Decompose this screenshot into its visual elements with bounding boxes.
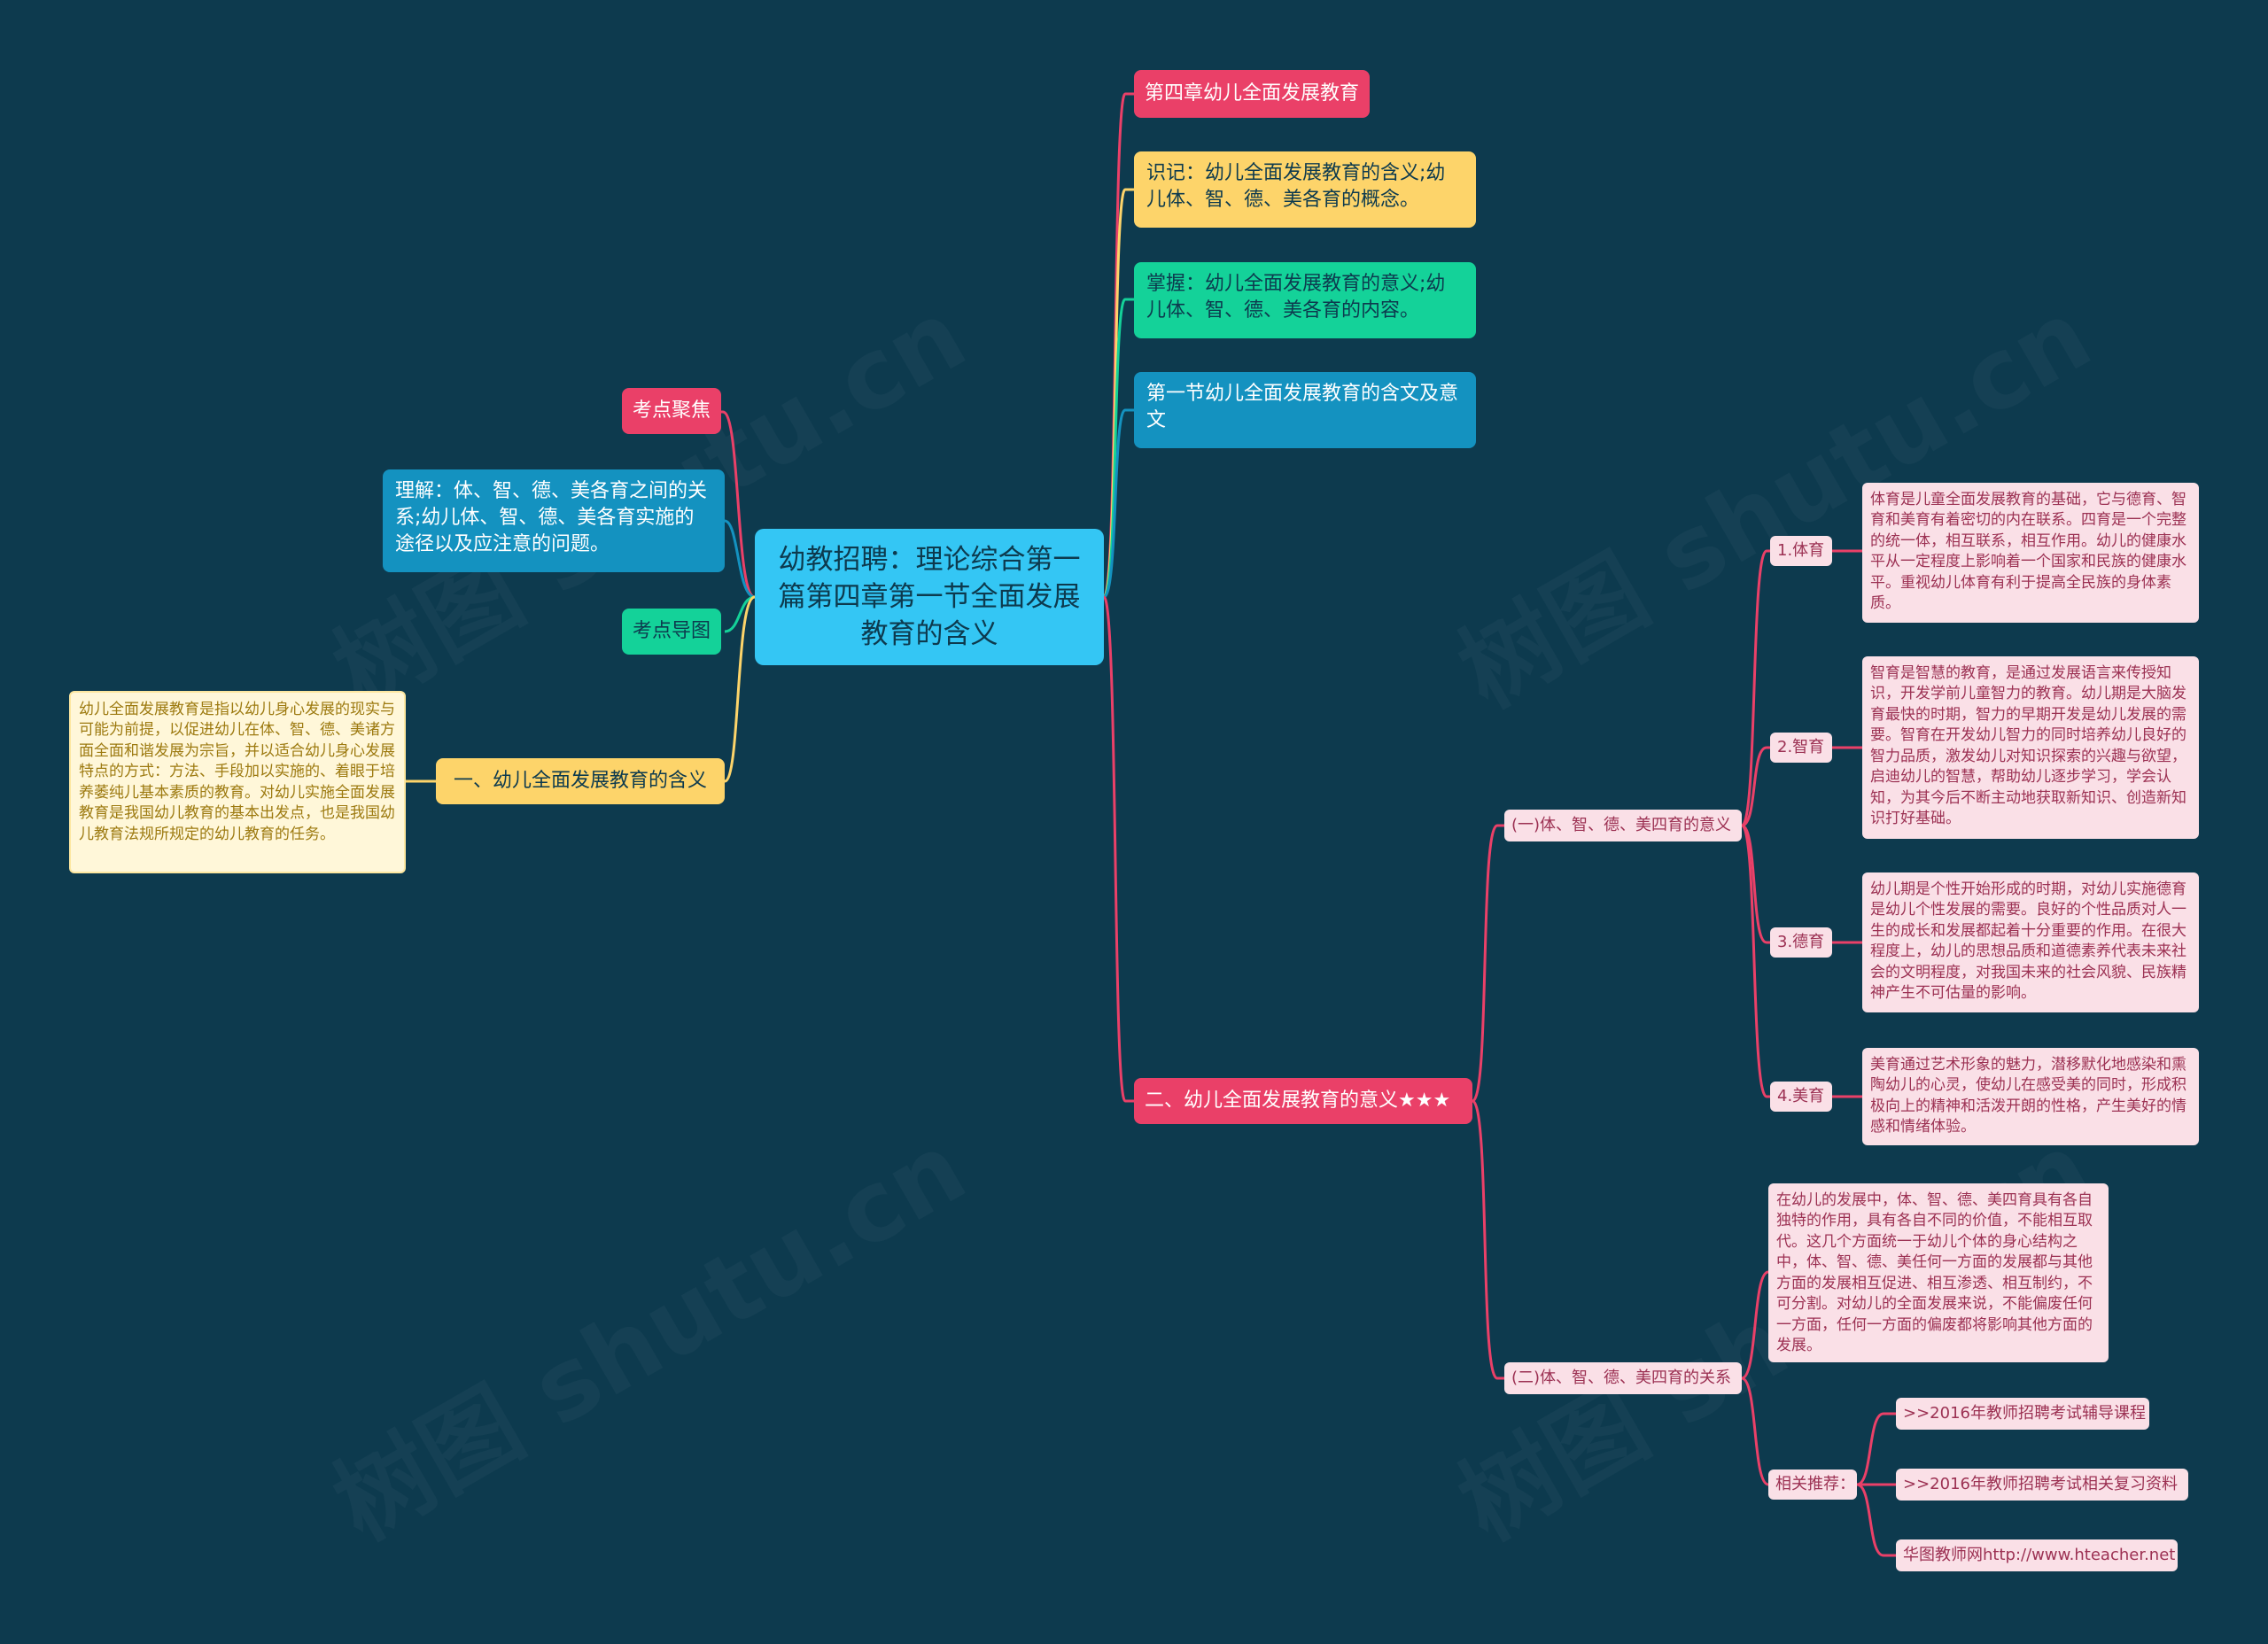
- sub2-text: 在幼儿的发展中，体、智、德、美四育具有各自独特的作用，具有各自不同的价值，不能相…: [1776, 1191, 2093, 1355]
- zhangwo-label: 掌握：幼儿全面发展教育的意义;幼儿体、智、德、美各育的内容。: [1146, 273, 1446, 322]
- link-item3: [1741, 824, 1770, 944]
- central-topic[interactable]: 幼教招聘：理论综合第一篇第四章第一节全面发展教育的含义: [755, 529, 1104, 665]
- related-link-website[interactable]: 华图教师网http://www.hteacher.net: [1896, 1539, 2178, 1571]
- link-sub2: [1471, 1099, 1504, 1380]
- item-tiyu-detail[interactable]: 体育是儿童全面发展教育的基础，它与德育、智育和美育有着密切的内在联系。四育是一个…: [1862, 483, 2199, 623]
- item-deyu-detail[interactable]: 幼儿期是个性开始形成的时期，对幼儿实施德育是幼儿个性发展的需要。良好的个性品质对…: [1862, 872, 2199, 1012]
- chapter-node[interactable]: 第四章幼儿全面发展教育: [1134, 70, 1371, 118]
- lijie-node[interactable]: 理解：体、智、德、美各育之间的关系;幼儿体、智、德、美各育实施的途径以及应注意的…: [383, 469, 725, 572]
- zhangwo-node[interactable]: 掌握：幼儿全面发展教育的意义;幼儿体、智、德、美各育的内容。: [1134, 262, 1476, 338]
- hanyi-node[interactable]: 一、幼儿全面发展教育的含义: [436, 758, 725, 804]
- link-section: [1102, 408, 1134, 599]
- item-tiyu-label: 1.体育: [1777, 540, 1825, 560]
- item-meiyu-label: 4.美育: [1777, 1086, 1825, 1105]
- related-link-website-text: 华图教师网http://www.hteacher.net: [1903, 1545, 2176, 1564]
- yiyi-label: 二、幼儿全面发展教育的意义★★★: [1145, 1090, 1451, 1113]
- hanyi-detail-text: 幼儿全面发展教育是指以幼儿身心发展的现实与可能为前提，以促进幼儿在体、智、德、美…: [79, 701, 395, 843]
- item-deyu-label: 3.德育: [1777, 932, 1825, 951]
- shiji-label: 识记：幼儿全面发展教育的含义;幼儿体、智、德、美各育的概念。: [1146, 162, 1446, 211]
- kaodian-daotu-label: 考点导图: [633, 620, 711, 643]
- item-zhiyu-detail[interactable]: 智育是智慧的教育，是通过发展语言来传授知识，开发学前儿童智力的教育。幼儿期是大脑…: [1862, 656, 2199, 839]
- kaodian-jujiao-node[interactable]: 考点聚焦: [622, 388, 722, 434]
- item-meiyu-detail[interactable]: 美育通过艺术形象的魅力，潜移默化地感染和熏陶幼儿的心灵，使幼儿在感受美的同时，形…: [1862, 1048, 2199, 1145]
- link-yiyi: [1102, 595, 1134, 1103]
- kaodian-daotu-node[interactable]: 考点导图: [622, 609, 722, 655]
- sub2-label: (二)体、智、德、美四育的关系: [1511, 1368, 1732, 1387]
- related-link-course-text: >>2016年教师招聘考试辅导课程: [1903, 1403, 2146, 1423]
- central-topic-text: 幼教招聘：理论综合第一篇第四章第一节全面发展教育的含义: [778, 543, 1081, 651]
- chapter-label: 第四章幼儿全面发展教育: [1145, 82, 1360, 105]
- item-meiyu-node[interactable]: 4.美育: [1770, 1082, 1832, 1112]
- item-meiyu-text: 美育通过艺术形象的魅力，潜移默化地感染和熏陶幼儿的心灵，使幼儿在感受美的同时，形…: [1870, 1056, 2186, 1136]
- link-item2: [1741, 746, 1770, 827]
- hanyi-detail-node[interactable]: 幼儿全面发展教育是指以幼儿身心发展的现实与可能为前提，以促进幼儿在体、智、德、美…: [69, 691, 406, 873]
- lijie-label: 理解：体、智、德、美各育之间的关系;幼儿体、智、德、美各育实施的途径以及应注意的…: [395, 480, 708, 555]
- kaodian-jujiao-label: 考点聚焦: [633, 399, 711, 423]
- link-rel3: [1856, 1483, 1896, 1557]
- link-sub1: [1471, 824, 1504, 1103]
- item-zhiyu-text: 智育是智慧的教育，是通过发展语言来传授知识，开发学前儿童智力的教育。幼儿期是大脑…: [1870, 664, 2186, 828]
- link-rel1: [1856, 1412, 1896, 1486]
- link-hanyi: [724, 595, 756, 783]
- hanyi-label: 一、幼儿全面发展教育的含义: [453, 770, 707, 793]
- item-zhiyu-label: 2.智育: [1777, 737, 1825, 756]
- link-shiji: [1102, 188, 1134, 599]
- related-link-course[interactable]: >>2016年教师招聘考试辅导课程: [1896, 1398, 2149, 1430]
- item-zhiyu-node[interactable]: 2.智育: [1770, 733, 1832, 763]
- yiyi-node[interactable]: 二、幼儿全面发展教育的意义★★★: [1134, 1078, 1472, 1124]
- related-node[interactable]: 相关推荐：: [1768, 1470, 1857, 1500]
- section-label: 第一节幼儿全面发展教育的含文及意文: [1146, 383, 1459, 431]
- section-node[interactable]: 第一节幼儿全面发展教育的含文及意文: [1134, 372, 1476, 448]
- link-related: [1741, 1376, 1769, 1486]
- link-item1: [1740, 549, 1770, 827]
- item-deyu-node[interactable]: 3.德育: [1770, 927, 1832, 958]
- link-lijie: [724, 519, 756, 599]
- sub1-label: (一)体、智、德、美四育的意义: [1511, 815, 1732, 834]
- sub2-node[interactable]: (二)体、智、德、美四育的关系: [1504, 1362, 1742, 1394]
- item-tiyu-node[interactable]: 1.体育: [1770, 536, 1832, 566]
- link-item4: [1740, 824, 1770, 1098]
- item-tiyu-text: 体育是儿童全面发展教育的基础，它与德育、智育和美育有着密切的内在联系。四育是一个…: [1870, 491, 2186, 613]
- related-label: 相关推荐：: [1775, 1474, 1855, 1493]
- sub2-detail[interactable]: 在幼儿的发展中，体、智、德、美四育具有各自独特的作用，具有各自不同的价值，不能相…: [1768, 1183, 2109, 1362]
- link-sub2-text: [1741, 1270, 1769, 1380]
- related-link-materials[interactable]: >>2016年教师招聘考试相关复习资料: [1896, 1469, 2188, 1501]
- shiji-node[interactable]: 识记：幼儿全面发展教育的含义;幼儿体、智、德、美各育的概念。: [1134, 151, 1476, 228]
- sub1-node[interactable]: (一)体、智、德、美四育的意义: [1504, 810, 1742, 841]
- related-link-materials-text: >>2016年教师招聘考试相关复习资料: [1903, 1474, 2178, 1493]
- item-deyu-text: 幼儿期是个性开始形成的时期，对幼儿实施德育是幼儿个性发展的需要。良好的个性品质对…: [1870, 880, 2186, 1003]
- link-kaodian-jujiao: [716, 410, 756, 599]
